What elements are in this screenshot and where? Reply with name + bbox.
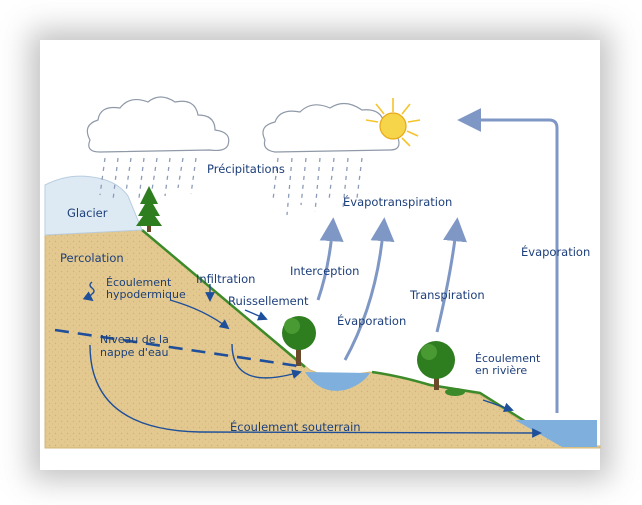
label-glacier: Glacier [67, 206, 108, 220]
pine-tree [136, 186, 162, 232]
arrow-interception [318, 222, 333, 300]
arrow-transpiration [437, 222, 457, 332]
label-ruissellement: Ruissellement [228, 294, 309, 308]
label-ecoulement-hypodermique-2: hypodermique [106, 288, 186, 301]
rain-cloud-right [263, 103, 399, 152]
label-percolation: Percolation [60, 251, 124, 265]
label-transpiration: Transpiration [409, 288, 485, 302]
label-niveau-1: Niveau de la [100, 333, 169, 346]
arrow-evaporation-lake [345, 222, 384, 360]
label-evaporation-sea: Évaporation [521, 244, 590, 259]
label-riviere-2: en rivière [475, 364, 527, 377]
label-interception: Interception [290, 264, 359, 278]
label-niveau-2: nappe d'eau [100, 346, 168, 359]
label-precipitations: Précipitations [207, 162, 285, 176]
label-ecoulement-souterrain: Écoulement souterrain [230, 419, 361, 434]
label-evaporation-lake: Évaporation [337, 313, 406, 328]
label-infiltration: Infiltration [196, 272, 255, 286]
label-evapotranspiration: Évapotranspiration [343, 194, 452, 209]
rain-cloud-left [87, 97, 228, 152]
